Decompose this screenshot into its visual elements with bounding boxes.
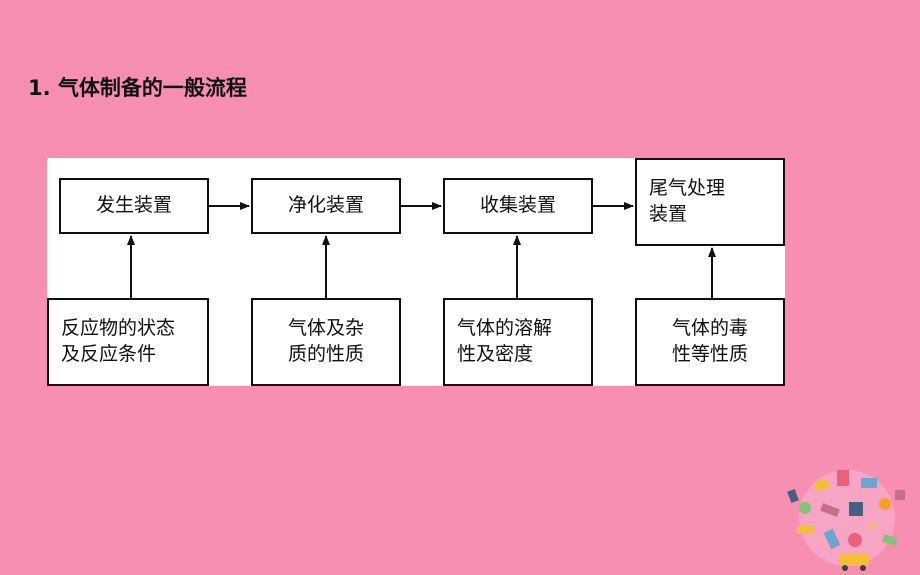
flow-diagram: 发生装置 净化装置 收集装置 尾气处理 装置 反应物的状态 及反应条件 气体及杂… bbox=[47, 158, 785, 386]
toxicity-box: 气体的毒 性等性质 bbox=[635, 298, 785, 386]
solubility-density-box: 气体的溶解 性及密度 bbox=[443, 298, 593, 386]
purification-apparatus-label: 净化装置 bbox=[287, 194, 364, 217]
toxicity-line2: 性等性质 bbox=[671, 343, 748, 365]
tail-gas-apparatus-line2: 装置 bbox=[649, 203, 688, 225]
toxicity-line1: 气体的毒 bbox=[671, 317, 748, 340]
page-title: 1. 气体制备的一般流程 bbox=[28, 76, 247, 100]
tail-gas-apparatus-box: 尾气处理 装置 bbox=[635, 158, 785, 246]
solubility-density-line2: 性及密度 bbox=[457, 343, 534, 365]
generation-apparatus-label: 发生装置 bbox=[95, 194, 172, 217]
collection-apparatus-box: 收集装置 bbox=[443, 178, 593, 234]
collection-apparatus-label: 收集装置 bbox=[479, 194, 556, 217]
tail-gas-apparatus-line1: 尾气处理 bbox=[649, 177, 726, 200]
reactant-condition-line2: 及反应条件 bbox=[61, 343, 157, 365]
connector-arrows bbox=[127, 202, 716, 298]
gas-impurity-line2: 质的性质 bbox=[287, 343, 364, 365]
generation-apparatus-box: 发生装置 bbox=[59, 178, 209, 234]
gas-impurity-line1: 气体及杂 bbox=[287, 317, 364, 340]
gas-impurity-box: 气体及杂 质的性质 bbox=[251, 298, 401, 386]
purification-apparatus-box: 净化装置 bbox=[251, 178, 401, 234]
reactant-condition-line1: 反应物的状态 bbox=[61, 317, 176, 340]
solubility-density-line1: 气体的溶解 bbox=[457, 317, 553, 340]
reactant-condition-box: 反应物的状态 及反应条件 bbox=[47, 298, 209, 386]
decorative-doodle-cluster bbox=[787, 470, 905, 571]
